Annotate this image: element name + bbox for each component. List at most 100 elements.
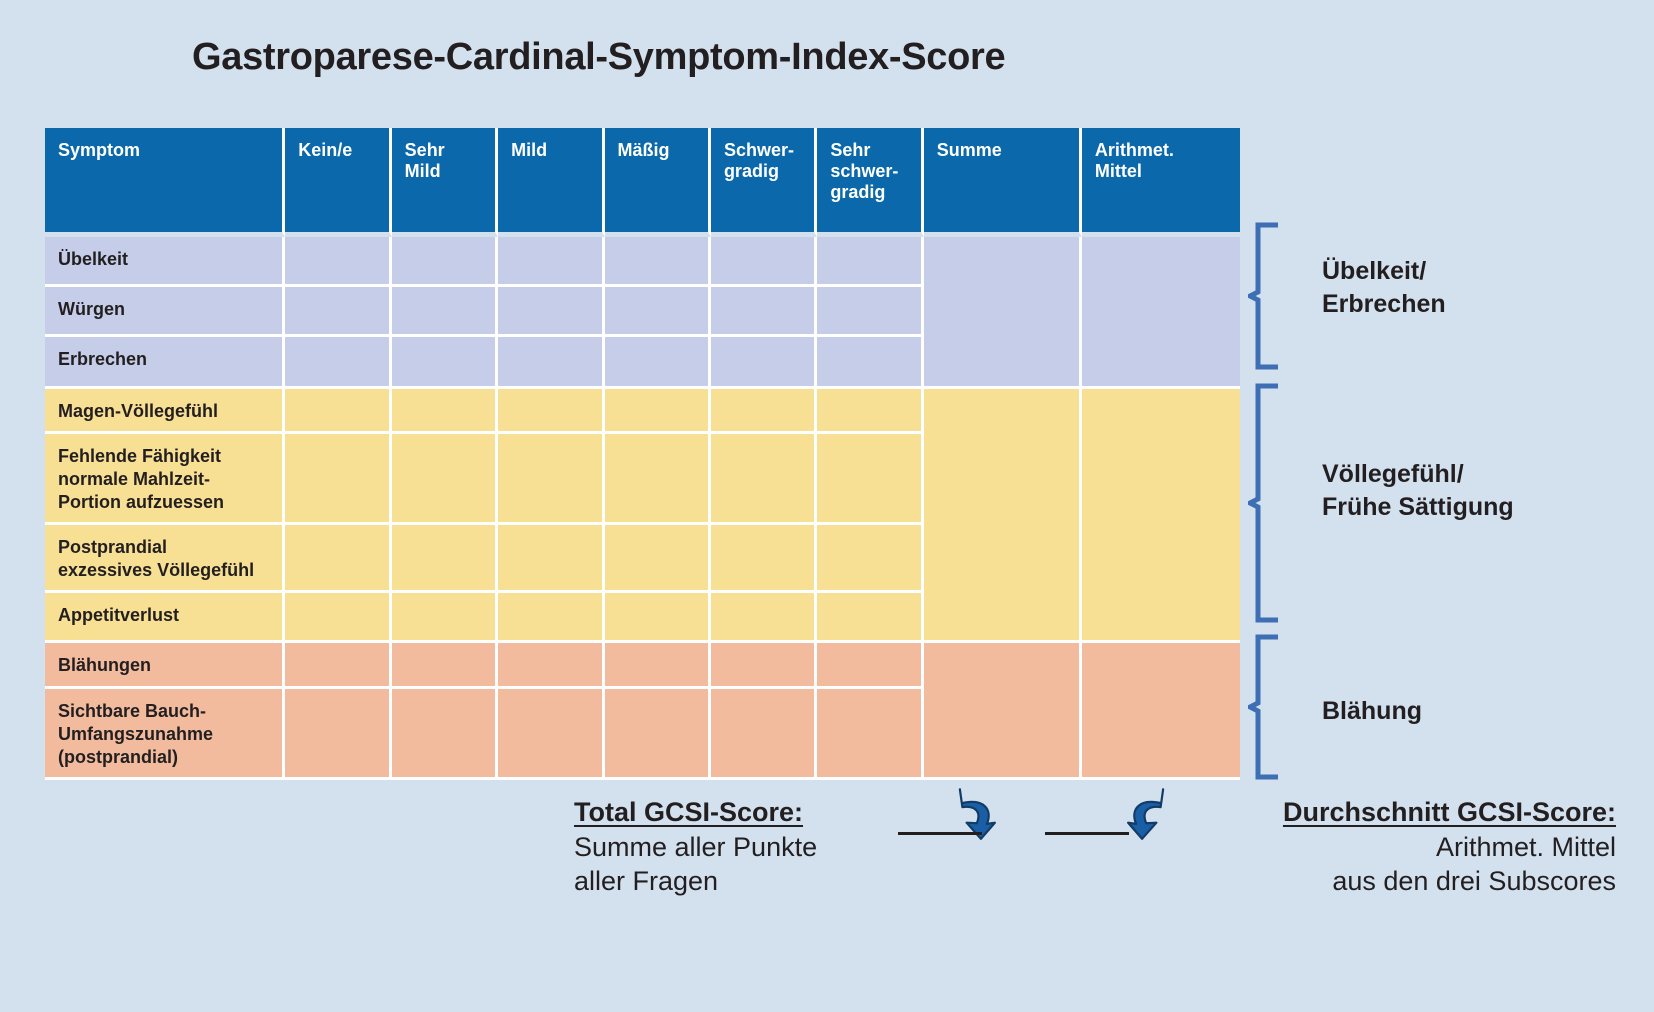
checkbox-cell-keine[interactable] [285, 337, 392, 389]
column-header-arithmet-mittel: Arithmet. Mittel [1081, 128, 1240, 237]
checkbox-cell-schwergradig[interactable] [710, 593, 818, 644]
row-label-postprandial-voellegefuehl: Postprandial exzessives Völlegefühl [45, 525, 286, 594]
total-score-blank[interactable] [898, 832, 982, 835]
table-row: Erbrechen [45, 337, 1240, 389]
checkbox-cell-sehr-schwergradig[interactable] [817, 593, 924, 644]
column-header-summe: Summe [923, 128, 1082, 237]
gcsi-table: Symptom Kein/e Sehr Mild Mild Mäßig Schw… [45, 128, 1240, 781]
checkbox-cell-sehr-mild[interactable] [391, 434, 499, 526]
row-label-magen-voellegefuehl: Magen-Völlegefühl [45, 389, 286, 435]
checkbox-cell-sehr-schwergradig[interactable] [817, 337, 924, 389]
checkbox-cell-schwergradig[interactable] [710, 643, 818, 690]
table-row: Blähungen [45, 643, 1240, 781]
summe-cell-group-3[interactable] [923, 643, 1082, 781]
table-row: Fehlende Fähigkeit normale Mahlzeit- Por… [45, 434, 1240, 526]
summe-cell-group-1[interactable] [923, 237, 1082, 389]
checkbox-cell-sehr-schwergradig[interactable] [817, 434, 924, 526]
checkbox-cell-maessig[interactable] [604, 389, 711, 435]
checkbox-cell-maessig[interactable] [604, 525, 711, 594]
checkbox-cell-mild[interactable] [498, 287, 605, 337]
checkbox-cell-mild[interactable] [498, 525, 605, 594]
checkbox-cell-maessig[interactable] [604, 287, 711, 337]
checkbox-cell-maessig[interactable] [604, 643, 711, 690]
curved-arrow-left-icon [958, 788, 996, 840]
checkbox-cell-mild[interactable] [498, 593, 605, 644]
checkbox-cell-sehr-schwergradig[interactable] [817, 237, 924, 287]
curved-arrow-right-icon [1127, 788, 1165, 840]
checkbox-cell-keine[interactable] [285, 593, 392, 644]
table-row: Würgen [45, 287, 1240, 337]
mittel-cell-group-3[interactable] [1081, 643, 1240, 781]
checkbox-cell-sehr-mild[interactable] [391, 643, 499, 690]
checkbox-cell-maessig[interactable] [604, 434, 711, 526]
row-label-uebelkeit: Übelkeit [45, 237, 286, 287]
checkbox-cell-sehr-schwergradig[interactable] [817, 525, 924, 594]
total-gcsi-heading: Total GCSI-Score: [574, 797, 804, 827]
checkbox-cell-keine[interactable] [285, 525, 392, 594]
checkbox-cell-keine[interactable] [285, 287, 392, 337]
row-label-appetitverlust: Appetitverlust [45, 593, 286, 644]
page-title: Gastroparese-Cardinal-Symptom-Index-Scor… [192, 36, 1006, 78]
checkbox-cell-schwergradig[interactable] [710, 337, 818, 389]
checkbox-cell-keine[interactable] [285, 434, 392, 526]
row-label-fehlende-faehigkeit: Fehlende Fähigkeit normale Mahlzeit- Por… [45, 434, 286, 526]
checkbox-cell-mild[interactable] [498, 237, 605, 287]
column-header-mild: Mild [498, 128, 605, 237]
checkbox-cell-sehr-schwergradig[interactable] [817, 689, 924, 781]
checkbox-cell-schwergradig[interactable] [710, 287, 818, 337]
checkbox-cell-schwergradig[interactable] [710, 434, 818, 526]
column-header-sehr-mild: Sehr Mild [391, 128, 499, 237]
checkbox-cell-keine[interactable] [285, 389, 392, 435]
checkbox-cell-sehr-schwergradig[interactable] [817, 389, 924, 435]
checkbox-cell-sehr-mild[interactable] [391, 337, 499, 389]
checkbox-cell-sehr-mild[interactable] [391, 525, 499, 594]
table-row: Postprandial exzessives Völlegefühl [45, 525, 1240, 594]
checkbox-cell-mild[interactable] [498, 689, 605, 781]
checkbox-cell-mild[interactable] [498, 643, 605, 690]
brace-group-2 [1248, 383, 1278, 623]
checkbox-cell-sehr-mild[interactable] [391, 287, 499, 337]
checkbox-cell-schwergradig[interactable] [710, 525, 818, 594]
row-label-blaehungen: Blähungen [45, 643, 286, 690]
brace-group-3 [1248, 634, 1278, 780]
table-row: Magen-Völlegefühl [45, 389, 1240, 644]
checkbox-cell-sehr-mild[interactable] [391, 389, 499, 435]
average-score-blank[interactable] [1045, 832, 1129, 835]
checkbox-cell-mild[interactable] [498, 389, 605, 435]
checkbox-cell-sehr-mild[interactable] [391, 689, 499, 781]
average-gcsi-note: Durchschnitt GCSI-Score: Arithmet. Mitte… [1283, 795, 1616, 899]
brace-label-group-1: Übelkeit/ Erbrechen [1322, 257, 1446, 318]
mittel-cell-group-2[interactable] [1081, 389, 1240, 644]
checkbox-cell-maessig[interactable] [604, 689, 711, 781]
checkbox-cell-sehr-mild[interactable] [391, 237, 499, 287]
summe-cell-group-2[interactable] [923, 389, 1082, 644]
checkbox-cell-maessig[interactable] [604, 337, 711, 389]
column-header-symptom: Symptom [45, 128, 286, 237]
checkbox-cell-mild[interactable] [498, 337, 605, 389]
table-row: Appetitverlust [45, 593, 1240, 644]
checkbox-cell-sehr-schwergradig[interactable] [817, 287, 924, 337]
mittel-cell-group-1[interactable] [1081, 237, 1240, 389]
checkbox-cell-keine[interactable] [285, 643, 392, 690]
total-gcsi-note: Total GCSI-Score: Summe aller Punkte all… [574, 795, 817, 899]
checkbox-cell-keine[interactable] [285, 689, 392, 781]
checkbox-cell-schwergradig[interactable] [710, 237, 818, 287]
column-header-maessig: Mäßig [604, 128, 711, 237]
row-label-wuergen: Würgen [45, 287, 286, 337]
checkbox-cell-sehr-schwergradig[interactable] [817, 643, 924, 690]
checkbox-cell-maessig[interactable] [604, 593, 711, 644]
column-header-schwergradig: Schwer- gradig [710, 128, 818, 237]
checkbox-cell-keine[interactable] [285, 237, 392, 287]
checkbox-cell-maessig[interactable] [604, 237, 711, 287]
total-gcsi-line-2: aller Fragen [574, 866, 719, 897]
checkbox-cell-mild[interactable] [498, 434, 605, 526]
checkbox-cell-schwergradig[interactable] [710, 689, 818, 781]
checkbox-cell-schwergradig[interactable] [710, 389, 818, 435]
checkbox-cell-sehr-mild[interactable] [391, 593, 499, 644]
average-gcsi-line-2: aus den drei Subscores [1332, 866, 1616, 897]
brace-label-group-2: Völlegefühl/ Frühe Sättigung [1322, 460, 1514, 521]
table-row: Sichtbare Bauch- Umfangszunahme (postpra… [45, 689, 1240, 781]
brace-label-group-3: Blähung [1322, 697, 1422, 725]
brace-group-1 [1248, 222, 1278, 370]
